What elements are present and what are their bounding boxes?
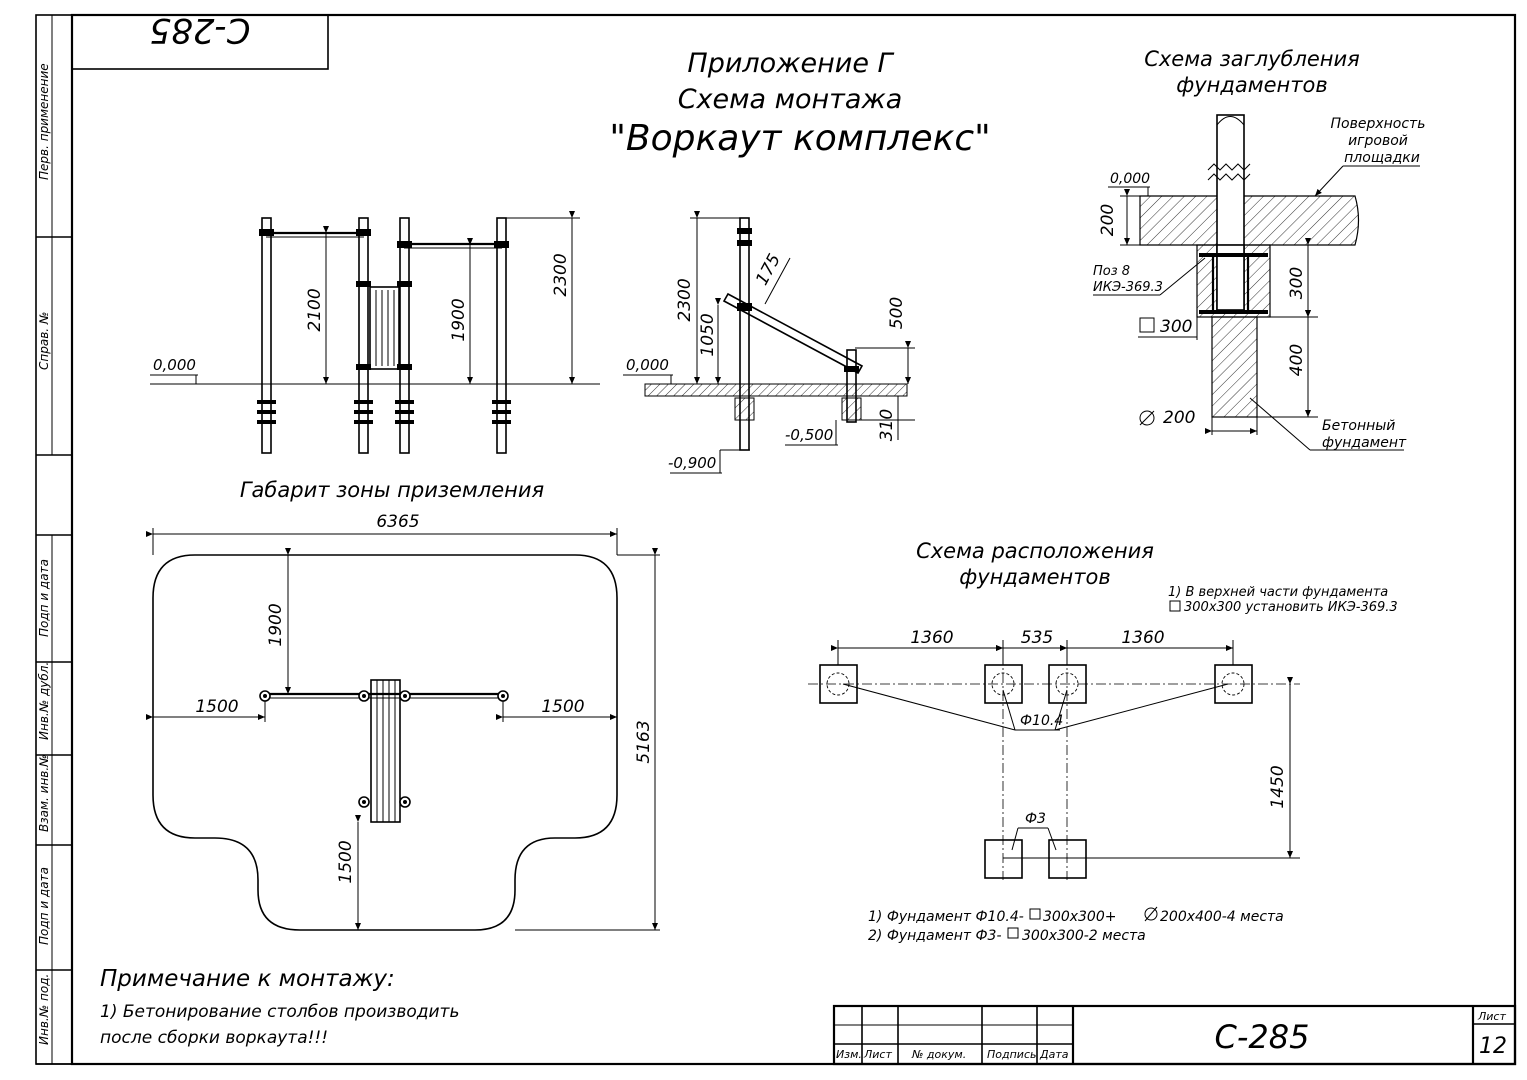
depth-dim-200: 200 [1098, 204, 1118, 236]
side-dim-500: 500 [887, 297, 907, 329]
depth-diam-200: 200 [1163, 408, 1195, 428]
side-level-0: 0,000 [626, 356, 669, 374]
stamp-inv-dubl: Инв.№ дубл. [37, 662, 51, 740]
landing-dim-6365: 6365 [376, 512, 419, 532]
side-dim-175: 175 [752, 251, 785, 289]
tb-data: Дата [1039, 1048, 1069, 1061]
tb-dokum: № докум. [911, 1048, 966, 1061]
stamp-sprav-no: Справ. № [37, 312, 51, 370]
layout-legend1c: 200х400-4 места [1160, 909, 1284, 925]
landing-zone: Габарит зоны приземления 6365 5163 1900 … [146, 478, 660, 931]
tb-code: С-285 [1215, 1018, 1310, 1056]
layout-dim-1360-left: 1360 [910, 628, 953, 648]
side-dim-2300: 2300 [675, 278, 695, 321]
notes-line1: 1) Бетонирование столбов производить [100, 1002, 459, 1022]
layout-legend2a: 2) Фундамент Ф3- [868, 928, 1002, 944]
depth-title1: Схема заглубления [1144, 47, 1360, 71]
side-level-050: -0,500 [785, 426, 833, 444]
side-level-090: -0,900 [668, 454, 716, 472]
depth-title2: фундаментов [1176, 73, 1327, 97]
layout-legend1a: 1) Фундамент Ф10.4- [868, 909, 1024, 925]
side-stamp: Перв. применение Справ. № Подп и дата Ин… [37, 63, 51, 1045]
title-line1: Приложение Г [687, 48, 894, 79]
front-dim-2300: 2300 [551, 253, 571, 296]
stamp-vzam-inv: Взам. инв.№ [37, 754, 51, 832]
layout-dim-535: 535 [1021, 628, 1053, 648]
depth-scheme: Схема заглубления фундаментов Поверхност… [1093, 47, 1425, 451]
title-line2: Схема монтажа [678, 84, 903, 115]
stamp-podp-data-1: Подп и дата [37, 559, 51, 637]
landing-title: Габарит зоны приземления [240, 478, 544, 502]
layout-legend1b: 300х300+ [1043, 909, 1116, 925]
tb-podpis: Подпись [987, 1048, 1036, 1061]
tb-izm: Изм. [836, 1048, 862, 1061]
code-rotated: С-285 [150, 10, 251, 50]
depth-surface1: Поверхность [1331, 116, 1426, 132]
landing-dim-1500-right: 1500 [541, 697, 584, 717]
side-dim-1050: 1050 [698, 313, 718, 356]
depth-dim-300: 300 [1287, 267, 1307, 299]
side-dim-310: 310 [877, 409, 897, 441]
layout-dim-1450: 1450 [1268, 765, 1288, 808]
main-title: Приложение Г Схема монтажа "Воркаут комп… [609, 48, 990, 159]
depth-surface2: игровой [1348, 133, 1408, 149]
layout-legend2b: 300х300-2 места [1022, 928, 1146, 944]
installation-notes: Примечание к монтажу: 1) Бетонирование с… [100, 966, 459, 1048]
sheet-frame [35, 13, 1517, 1066]
depth-concrete1: Бетонный [1322, 418, 1395, 434]
layout-dim-1360-right: 1360 [1121, 628, 1164, 648]
depth-square-300: 300 [1160, 317, 1192, 337]
tb-list: Лист [863, 1048, 892, 1061]
stamp-perv-primenenie: Перв. применение [37, 63, 51, 180]
layout-title1: Схема расположения [916, 539, 1154, 563]
layout-f3: Ф3 [1025, 811, 1046, 827]
depth-pos1: Поз 8 [1093, 264, 1130, 279]
code-box-rotated: С-285 [71, 10, 329, 70]
depth-level: 0,000 [1110, 171, 1150, 187]
tb-sheet-no: 12 [1479, 1034, 1507, 1059]
landing-dim-1500-left: 1500 [195, 697, 238, 717]
stamp-podp-data-2: Подп и дата [37, 867, 51, 945]
depth-surface3: площадки [1344, 150, 1420, 166]
depth-dim-400: 400 [1287, 344, 1307, 376]
foundation-layout: Схема расположения фундаментов 1) В верх… [808, 539, 1398, 944]
landing-dim-5163: 5163 [634, 720, 654, 763]
notes-heading: Примечание к монтажу: [100, 966, 395, 992]
tb-sheet-label: Лист [1477, 1010, 1506, 1023]
front-dim-1900: 1900 [449, 298, 469, 341]
front-dim-2100: 2100 [305, 288, 325, 331]
side-view: 0,000 2300 1050 175 500 310 -0,900 [623, 211, 915, 474]
landing-dim-1900: 1900 [266, 603, 286, 646]
notes-line2: после сборки воркаута!!! [100, 1028, 328, 1048]
layout-note1: 1) В верхней части фундамента [1168, 585, 1388, 600]
depth-concrete2: фундамент [1322, 435, 1407, 451]
front-level: 0,000 [153, 356, 196, 374]
title-line3: "Воркаут комплекс" [609, 118, 990, 159]
front-view: 0,000 [150, 211, 600, 454]
landing-dim-1500-bottom: 1500 [336, 840, 356, 883]
layout-title2: фундаментов [959, 565, 1110, 589]
layout-f104: Ф10.4 [1020, 713, 1063, 729]
depth-pos2: ИКЭ-369.3 [1093, 280, 1163, 295]
title-block: Изм. Лист № докум. Подпись Дата С-285 Ли… [832, 1004, 1517, 1066]
layout-note2: 300х300 установить ИКЭ-369.3 [1184, 600, 1398, 615]
stamp-inv-pod: Инв.№ под. [37, 974, 51, 1045]
